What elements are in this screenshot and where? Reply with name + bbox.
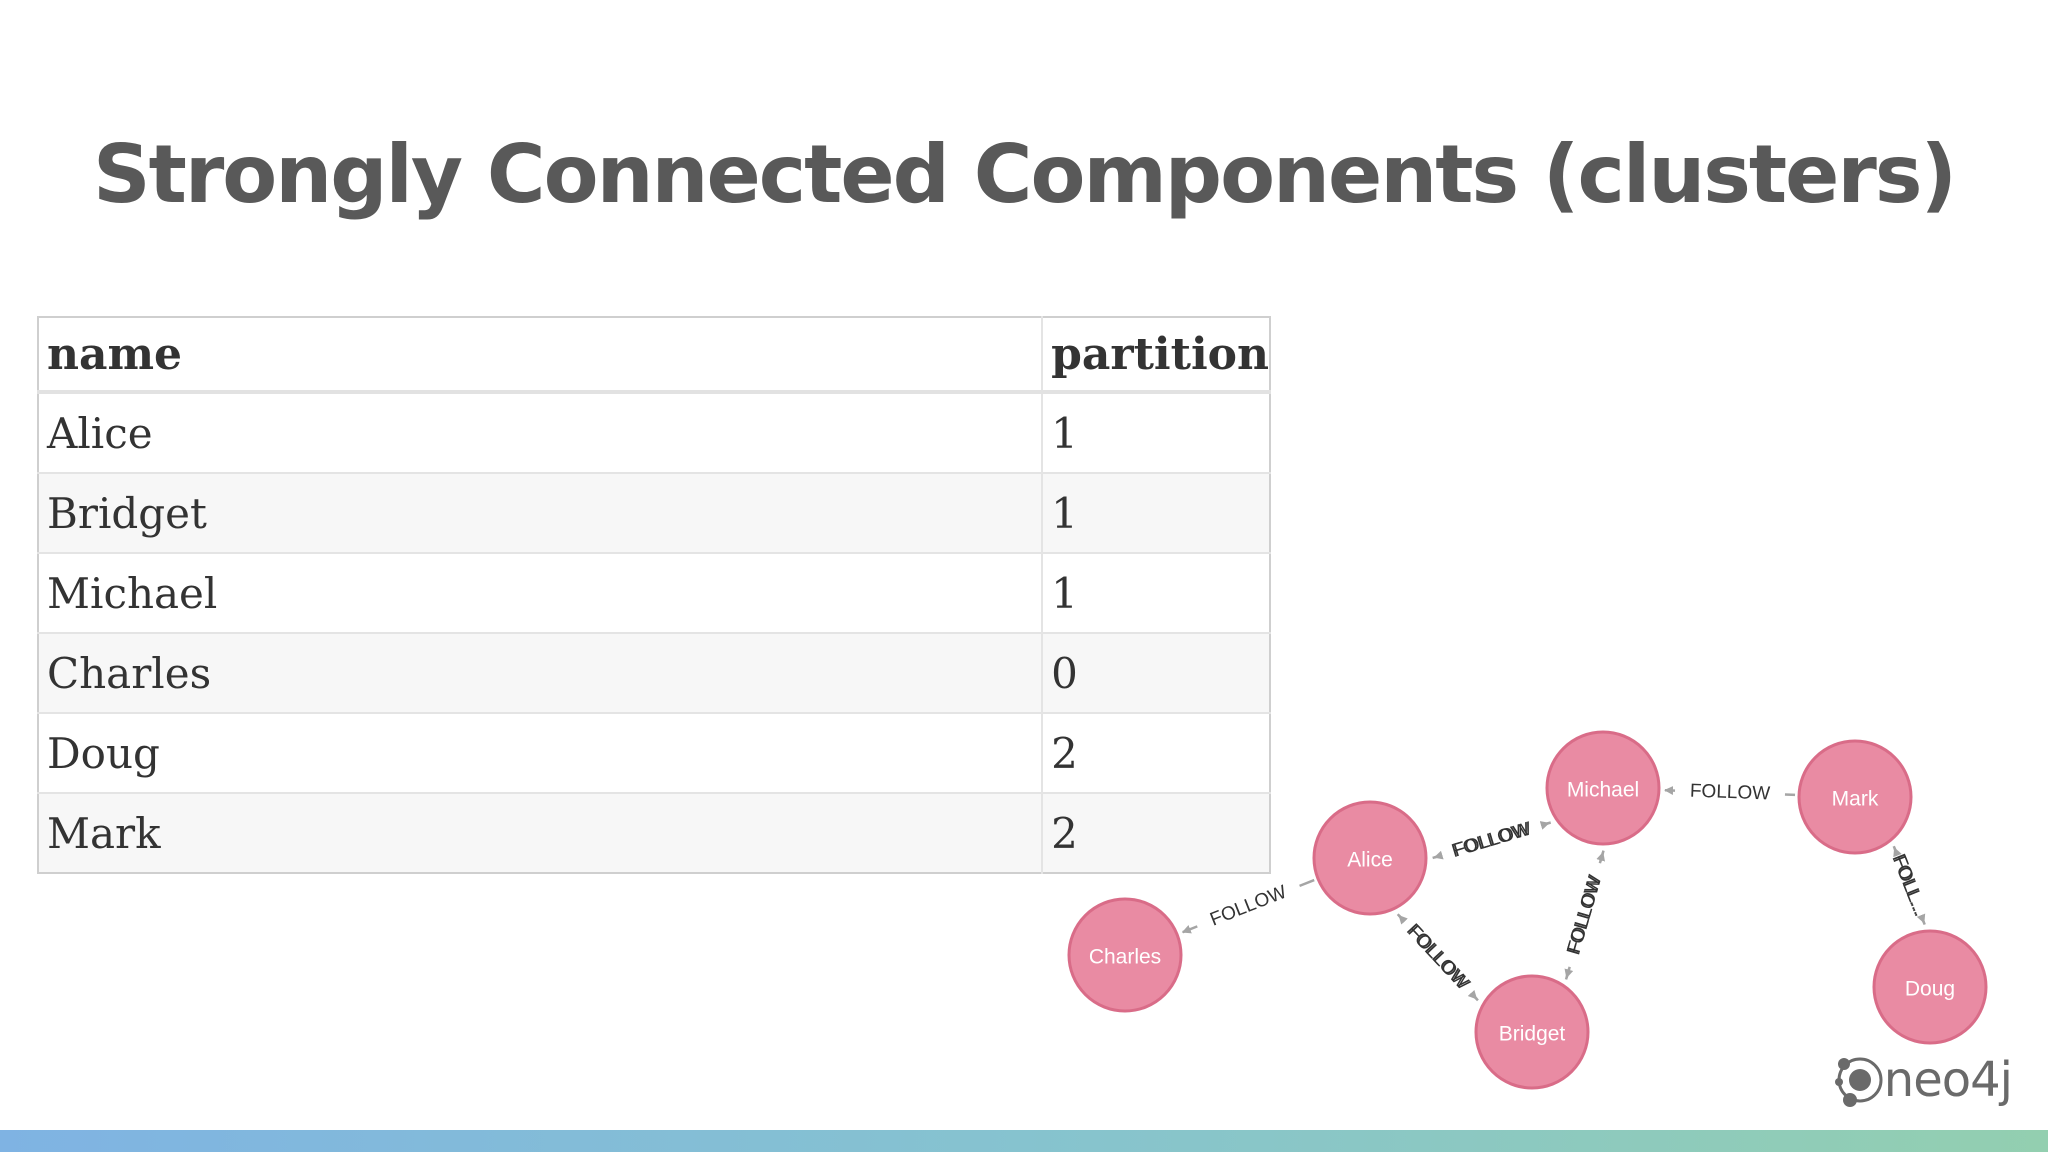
edge-label: FOLL... bbox=[1888, 853, 1931, 920]
cell-partition: 2 bbox=[1042, 792, 1270, 873]
table-row: Charles 0 bbox=[38, 632, 1270, 713]
edge-line bbox=[1299, 878, 1315, 888]
node-doug-circle bbox=[1872, 929, 1988, 1045]
node-alice[interactable]: Alice bbox=[1312, 800, 1428, 916]
cell-partition: 2 bbox=[1042, 712, 1270, 793]
cell-name: Alice bbox=[38, 391, 1044, 473]
cell-partition: 1 bbox=[1042, 391, 1270, 473]
node-mark[interactable]: Mark bbox=[1797, 739, 1913, 855]
edge-arrow bbox=[1181, 925, 1198, 934]
neo4j-logo-icon bbox=[1834, 1057, 1883, 1107]
node-alice-circle bbox=[1312, 800, 1428, 916]
cell-name: Doug bbox=[38, 712, 1044, 793]
node-alice-label: Alice bbox=[1347, 849, 1393, 872]
edge-label: FOLLOW bbox=[1564, 873, 1607, 956]
node-michael[interactable]: Michael bbox=[1545, 730, 1661, 846]
edge-label: FOLLOW bbox=[1451, 818, 1534, 861]
edge-line bbox=[1599, 850, 1605, 862]
node-charles-label: Charles bbox=[1089, 946, 1161, 969]
edge-line bbox=[1471, 993, 1479, 1002]
node-charles-circle bbox=[1067, 897, 1183, 1013]
bottom-gradient-bar bbox=[0, 1130, 2048, 1152]
edge-arrow bbox=[1564, 966, 1574, 979]
node-charles[interactable]: Charles bbox=[1067, 897, 1183, 1013]
cell-name: Michael bbox=[38, 552, 1044, 633]
table-row: Alice 1 bbox=[38, 391, 1270, 473]
results-table: name partition Alice 1 Bridget 1 Michael… bbox=[37, 316, 1271, 874]
cell-partition: 1 bbox=[1042, 552, 1270, 633]
table-row: Bridget 1 bbox=[38, 472, 1270, 553]
node-michael-label: Michael bbox=[1567, 779, 1639, 802]
edge-arrow bbox=[1433, 850, 1444, 860]
cell-name: Bridget bbox=[38, 472, 1044, 553]
table-header-row: name partition bbox=[38, 317, 1270, 394]
node-doug[interactable]: Doug bbox=[1872, 929, 1988, 1045]
table-row: Mark 2 bbox=[38, 792, 1270, 873]
node-bridget-circle bbox=[1474, 974, 1590, 1090]
neo4j-logo: neo4j bbox=[1832, 1052, 2013, 1108]
node-mark-label: Mark bbox=[1832, 788, 1879, 811]
node-bridget-label: Bridget bbox=[1499, 1023, 1566, 1046]
table-row: Michael 1 bbox=[38, 552, 1270, 633]
node-bridget[interactable]: Bridget bbox=[1474, 974, 1590, 1090]
neo4j-logo-text: neo4j bbox=[1883, 1052, 2013, 1108]
node-michael-circle bbox=[1545, 730, 1661, 846]
cell-name: Mark bbox=[38, 792, 1044, 873]
cell-name: Charles bbox=[38, 632, 1044, 713]
column-header-name: name bbox=[38, 317, 1044, 394]
edge-arrow bbox=[1398, 914, 1408, 925]
edge-label: FOLLOW bbox=[1690, 781, 1771, 805]
edge-line bbox=[1542, 821, 1552, 827]
column-header-partition: partition bbox=[1042, 317, 1270, 394]
edge-label: FOLLOW bbox=[1403, 921, 1473, 994]
edge-arrow bbox=[1893, 847, 1902, 858]
cell-partition: 1 bbox=[1042, 472, 1270, 553]
edge-label: FOLLOW bbox=[1207, 882, 1289, 931]
node-mark-circle bbox=[1797, 739, 1913, 855]
cell-partition: 0 bbox=[1042, 632, 1270, 713]
table-row: Doug 2 bbox=[38, 712, 1270, 793]
node-doug-label: Doug bbox=[1905, 978, 1955, 1001]
graph-nodes: Charles Alice Michael Bridget Mark Doug bbox=[1067, 730, 1988, 1090]
slide-title: Strongly Connected Components (clusters) bbox=[92, 128, 1957, 221]
edge-line bbox=[1920, 916, 1926, 926]
